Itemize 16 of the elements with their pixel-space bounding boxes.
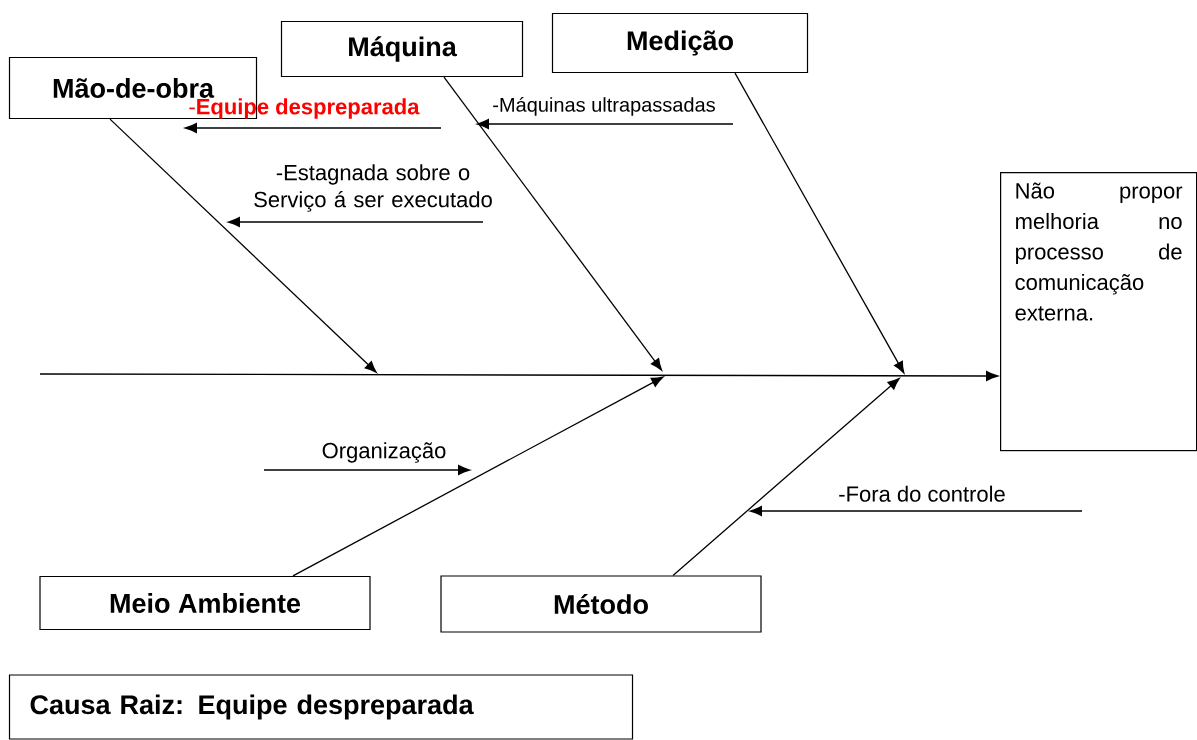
cause-text: -Máquinas ultrapassadas — [493, 96, 715, 116]
cause-text: -Estagnada sobre o Serviço á ser executado — [254, 164, 492, 212]
bone-arrow — [672, 378, 900, 577]
spine-arrow — [39, 371, 999, 381]
bone-arrow — [109, 118, 377, 373]
category-box: Meio Ambiente — [39, 575, 371, 631]
root-cause-box: Causa Raiz: Equipe despreparada — [8, 674, 634, 740]
cause-text: Organização — [322, 442, 446, 463]
category-box: Máquina — [280, 20, 524, 78]
category-box: Medição — [551, 12, 809, 74]
bone-arrow — [443, 76, 663, 371]
cause-text: -Fora do controle — [839, 485, 1005, 502]
category-box: Método — [440, 575, 762, 633]
bone-arrow — [734, 72, 905, 374]
effect-box: Não propor melhoria no processo de comunicação externa. — [1000, 172, 1197, 452]
bone-arrow — [292, 376, 664, 577]
